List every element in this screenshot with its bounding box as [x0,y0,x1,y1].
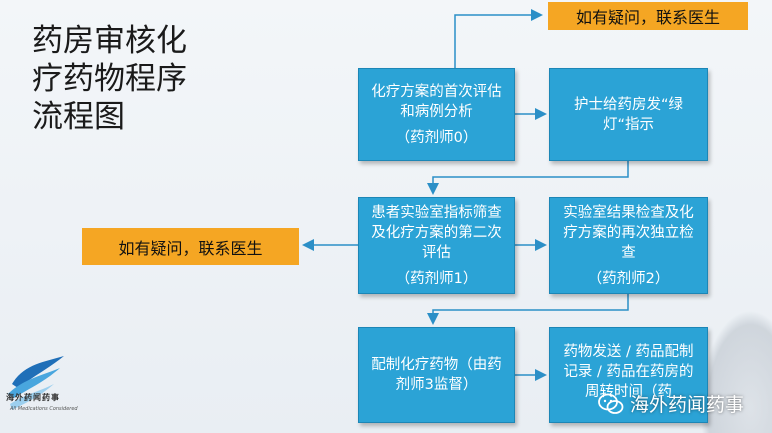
wechat-icon [598,393,624,414]
box-nurse-green-light: 护士给药房发“绿灯“指示 [549,68,708,161]
box-second-evaluation-role: （药剂师1） [395,270,478,287]
note-top-text: 如有疑问，联系医生 [575,8,720,27]
box-independent-check: 实验室结果检查及化疗方案的再次独立检查 （药剂师2） [549,197,708,294]
watermark: 海外药闻药事 [598,390,744,417]
arrow-b4-b5 [427,294,629,325]
page-title: 药房审核化 疗药物程序 流程图 [32,23,187,135]
box-first-evaluation: 化疗方案的首次评估和病例分析 （药剂师0） [358,68,515,161]
box-independent-check-role: （药剂师2） [587,270,670,287]
box-first-evaluation-role: （药剂师0） [395,129,478,146]
box-dispatch-records-text: 药物发送 / 药品配制记录 / 药品在药房的周转时间（药 [563,344,694,400]
box-second-evaluation: 患者实验室指标筛查及化疗方案的第二次评估 （药剂师1） [358,197,515,294]
arrow-to-top-note [454,9,543,68]
contact-doctor-note-top: 如有疑问，联系医生 [548,2,748,30]
box-prepare-drugs-text: 配制化疗药物（由药剂师3监督） [371,357,502,393]
contact-doctor-note-left: 如有疑问，联系医生 [82,228,299,265]
box-dispatch-records: 药物发送 / 药品配制记录 / 药品在药房的周转时间（药 [549,327,708,423]
wave-logo-icon [8,356,64,410]
arrow-b2-b3 [427,161,629,195]
box-independent-check-text: 实验室结果检查及化疗方案的再次独立检查 [563,204,694,261]
box-first-evaluation-text: 化疗方案的首次评估和病例分析 [371,83,502,120]
logo-text: 海外药闻药事 [6,393,60,402]
watermark-text: 海外药闻药事 [630,394,745,416]
box-prepare-drugs: 配制化疗药物（由药剂师3监督） [358,327,515,423]
note-left-text: 如有疑问，联系医生 [118,238,263,258]
logo-subtext: All Medications Considered [10,406,78,412]
box-nurse-green-light-text: 护士给药房发“绿灯“指示 [573,96,683,133]
box-second-evaluation-text: 患者实验室指标筛查及化疗方案的第二次评估 [371,204,502,261]
pill-image [700,310,772,433]
